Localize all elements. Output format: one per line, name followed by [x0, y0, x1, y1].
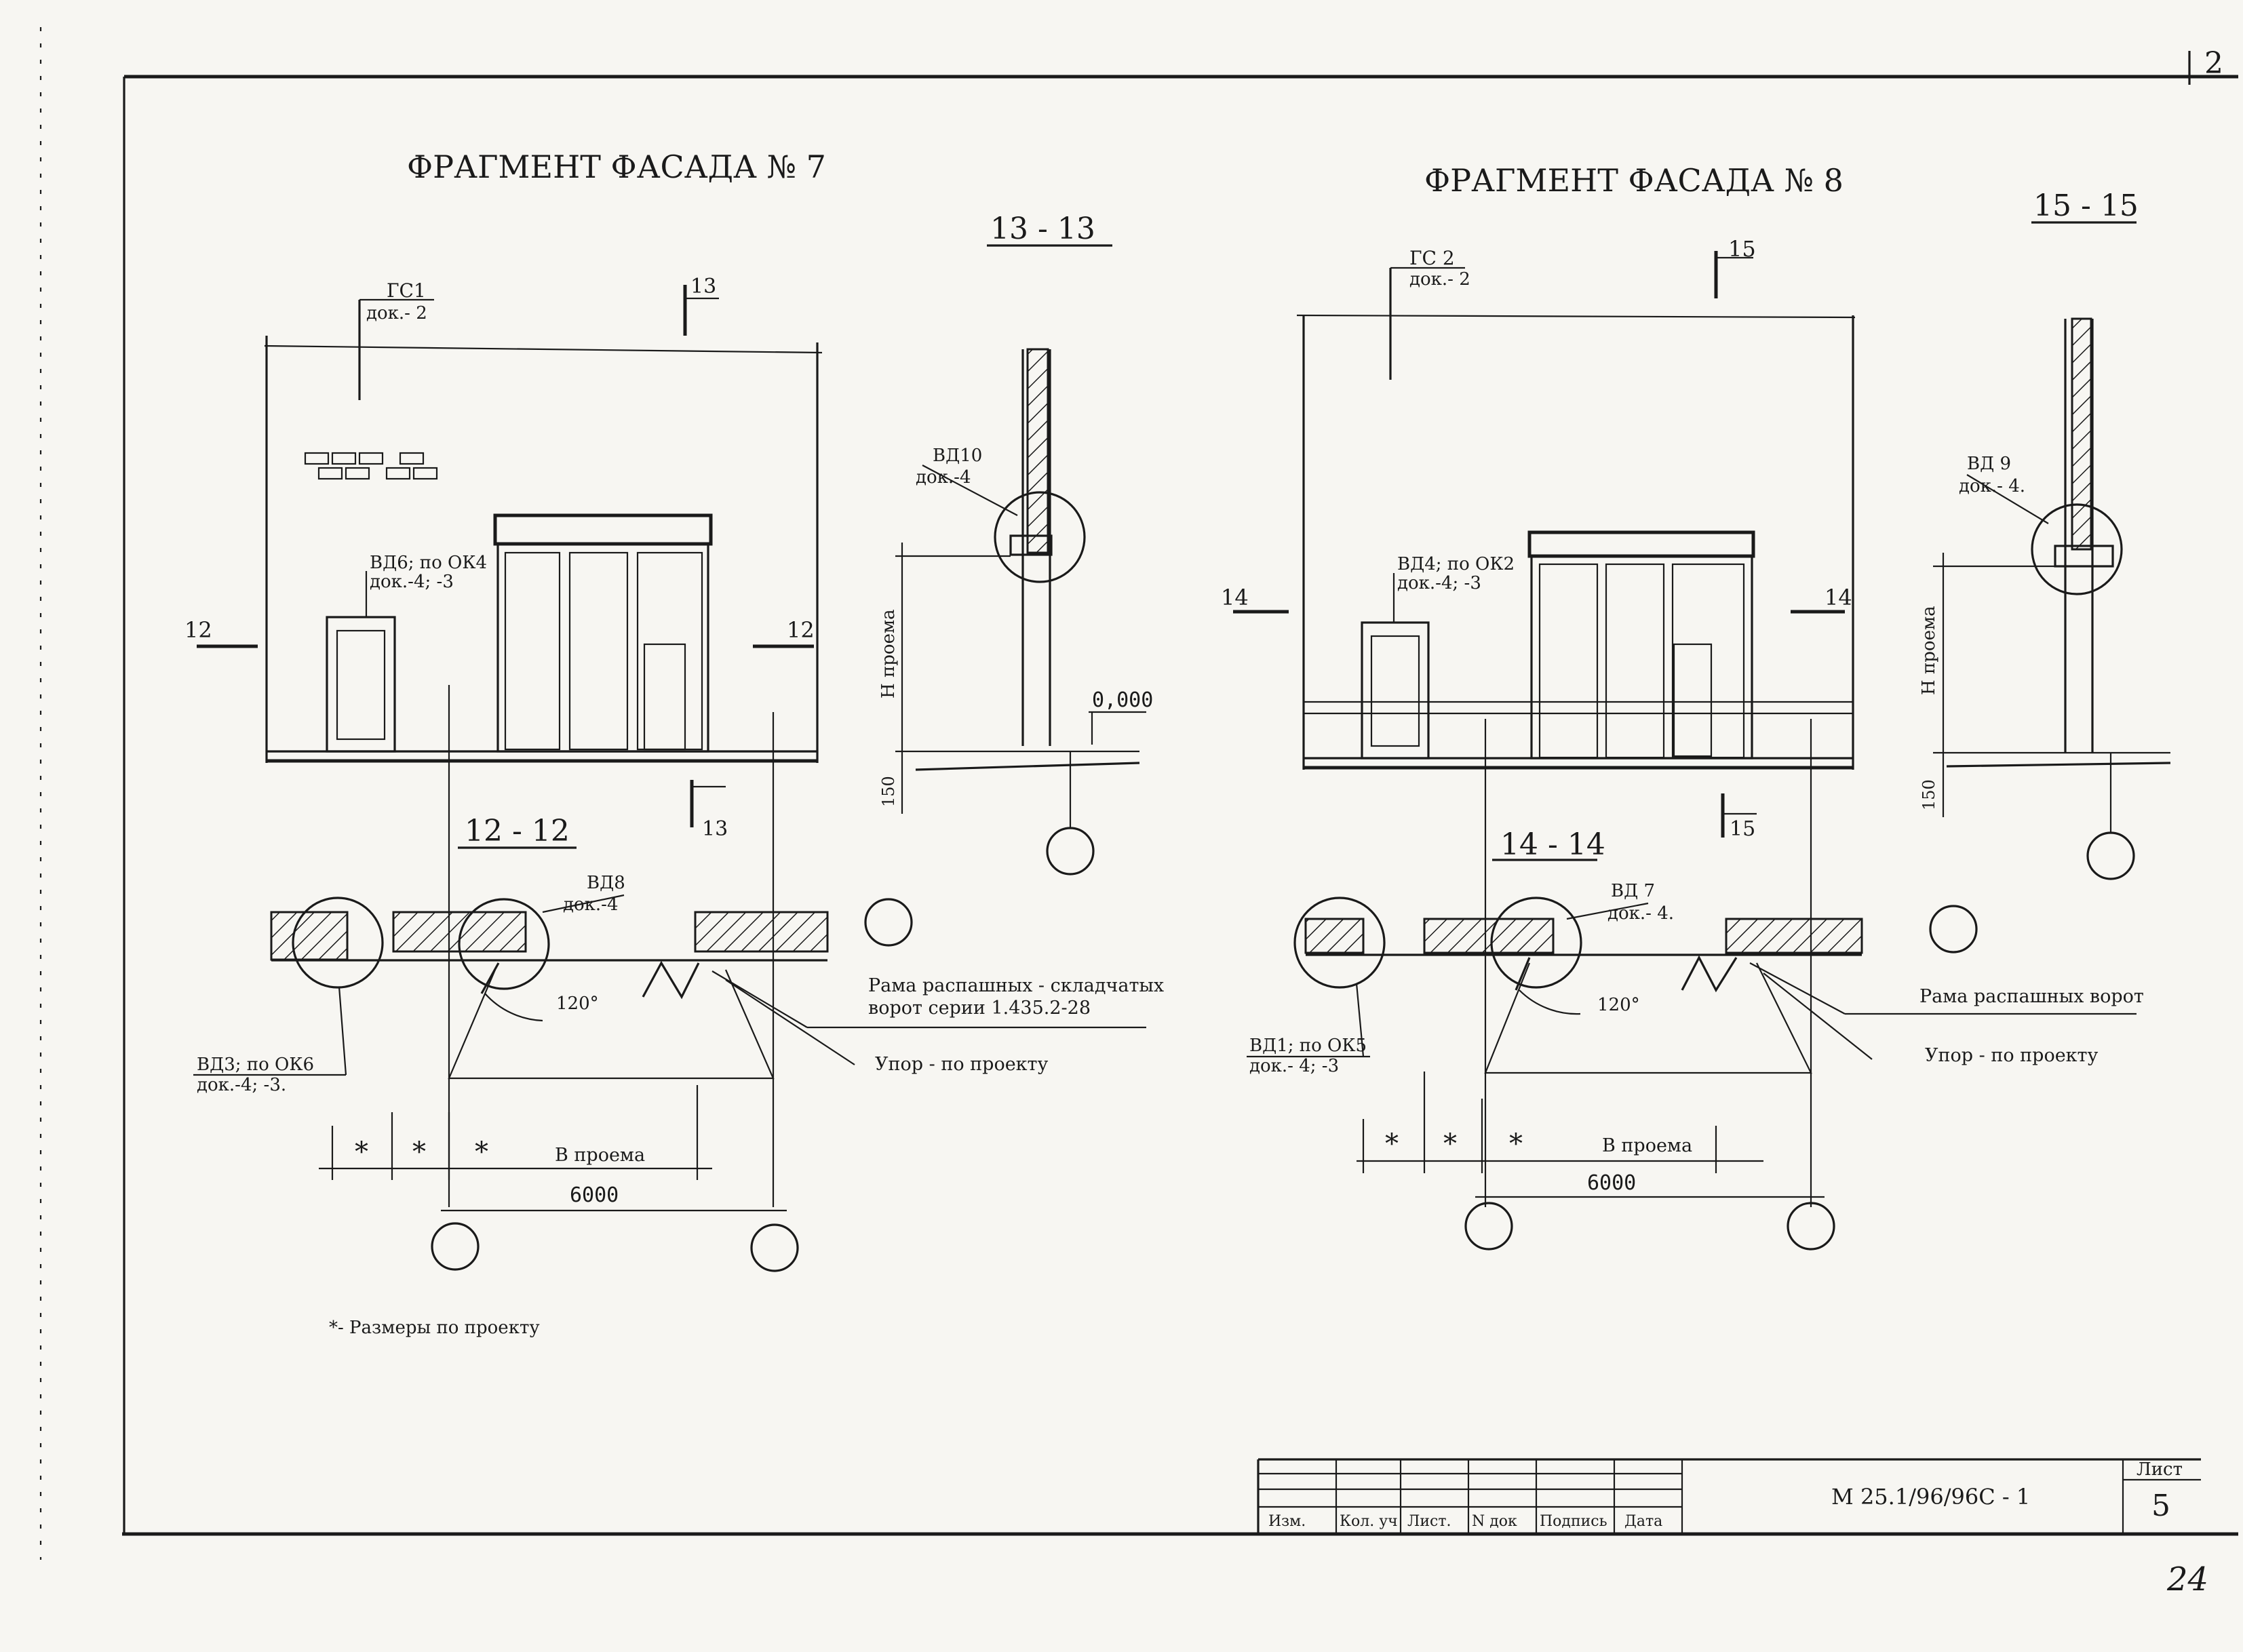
- left-section-mark-top: 13: [690, 275, 716, 298]
- footnote: *- Размеры по проекту: [329, 1318, 540, 1338]
- left-section-13: 13 - 13 ВД10 док.-4 Н проема 150 0,000: [878, 212, 1153, 876]
- tb-doc-code: М 25.1/96/96С - 1: [1831, 1484, 2030, 1510]
- right-fragment: ФРАГМЕНТ ФАСАДА № 8 ГС 2 док.- 2: [1221, 162, 2171, 1251]
- sheet-border: [39, 27, 2238, 1560]
- tb-col-kol: Кол. уч: [1340, 1513, 1398, 1530]
- left-frame-note-2: ворот серии 1.435.2-28: [868, 998, 1091, 1019]
- left-dim-star-1: *: [355, 1137, 368, 1168]
- left-vd3-label: ВД3; по ОК6: [197, 1055, 314, 1075]
- left-section-b-label: 12 - 12: [465, 814, 570, 848]
- left-vd10-label: ВД10: [933, 446, 982, 466]
- right-angle: 120°: [1597, 995, 1640, 1015]
- node-circle-vd10: [994, 491, 1086, 583]
- left-level-mark: 0,000: [1092, 688, 1153, 712]
- left-fragment: ФРАГМЕНТ ФАСАДА № 7: [184, 149, 1164, 1272]
- left-vd3-doc: док.-4; -3.: [197, 1075, 286, 1095]
- node-circle-vd8: [458, 898, 550, 990]
- axis-circle: [1464, 1202, 1513, 1251]
- left-door-doc: док.-4; -3: [370, 572, 454, 592]
- left-facade-elevation: ГС1 док.- 2 13 13 12 12 ВД6; по ОК4 док.…: [184, 275, 823, 1207]
- left-stop-note: Упор - по проекту: [875, 1054, 1048, 1075]
- right-dim-star-2: *: [1443, 1128, 1457, 1160]
- left-gs-doc: док.- 2: [366, 303, 427, 323]
- axis-circle: [1787, 1202, 1835, 1251]
- axis-circle: [431, 1222, 480, 1271]
- left-dim-star-3: *: [475, 1137, 488, 1168]
- right-vd9-doc: док.- 4.: [1959, 476, 2025, 496]
- left-vd10-doc: док.-4: [916, 467, 971, 488]
- right-vd7-label: ВД 7: [1611, 881, 1655, 901]
- left-h-opening: Н проема: [878, 609, 899, 699]
- left-side-mark-right: 12: [787, 617, 815, 643]
- axis-circle: [1046, 827, 1095, 876]
- tb-col-data: Дата: [1624, 1513, 1662, 1530]
- left-vd8-label: ВД8: [587, 873, 625, 893]
- left-dim-150: 150: [879, 776, 898, 807]
- right-door-label: ВД4; по ОК2: [1397, 554, 1515, 574]
- handwritten-page-number: 24: [2166, 1560, 2208, 1598]
- right-vd9-label: ВД 9: [1967, 454, 2011, 474]
- right-dim-6000: 6000: [1587, 1171, 1636, 1195]
- right-section-a-label: 15 - 15: [2033, 189, 2139, 223]
- node-circle-vd7: [1490, 897, 1582, 989]
- right-h-opening: Н проема: [1919, 606, 1939, 695]
- sheet-corner-number: 2: [2204, 46, 2223, 81]
- tb-col-podpis: Подпись: [1540, 1513, 1607, 1530]
- right-section-mark-top: 15: [1728, 236, 1756, 262]
- right-section-b-label: 14 - 14: [1500, 827, 1605, 862]
- node-circle-vd1: [1293, 897, 1386, 989]
- tb-sheet-number: 5: [2151, 1489, 2170, 1523]
- node-circle-vd9: [2031, 503, 2123, 595]
- node-circle-vd3: [292, 897, 384, 989]
- axis-circle: [1929, 905, 1978, 953]
- left-fragment-title: ФРАГМЕНТ ФАСАДА № 7: [407, 149, 826, 185]
- left-angle: 120°: [556, 994, 599, 1014]
- axis-circle: [864, 898, 913, 947]
- right-gate: [1527, 530, 1755, 760]
- right-dim-150: 150: [1919, 779, 1938, 810]
- left-dim-star-2: *: [412, 1137, 426, 1168]
- left-door: [326, 616, 396, 753]
- right-section-15: 15 - 15 ВД 9 док.- 4. Н проема 150: [1919, 189, 2171, 880]
- right-plan-14: 14 - 14 ВД 7 док.- 4. 120° ВД1; по ОК5 д…: [1247, 827, 2144, 1251]
- right-stop-note: Упор - по проекту: [1925, 1045, 2098, 1066]
- left-section-mark-bottom: 13: [702, 817, 728, 841]
- left-plan-12: 12 - 12 ВД8 док.-4 120° ВД3; по ОК6 док.…: [193, 814, 1164, 1272]
- left-door-label: ВД6; по ОК4: [370, 553, 487, 573]
- right-section-mark-bottom: 15: [1730, 817, 1755, 841]
- left-side-mark-left: 12: [184, 617, 212, 643]
- left-dim-opening: В проема: [555, 1145, 645, 1166]
- right-vd7-doc: док.- 4.: [1607, 903, 1674, 924]
- left-frame-note-1: Рама распашных - складчатых: [868, 975, 1164, 996]
- right-facade-elevation: ГС 2 док.- 2 15 15 14 14 ВД4; по ОК2 док…: [1221, 236, 1856, 1207]
- tb-col-ndok: N док: [1472, 1513, 1517, 1530]
- left-gate: [493, 513, 713, 753]
- right-side-mark-right: 14: [1825, 585, 1852, 610]
- brick-pattern: [304, 452, 438, 480]
- right-dim-star-1: *: [1385, 1128, 1399, 1160]
- right-door-doc: док.-4; -3: [1397, 573, 1481, 593]
- right-dim-star-3: *: [1509, 1128, 1523, 1160]
- tb-col-izm: Изм.: [1268, 1513, 1306, 1530]
- left-dim-6000: 6000: [570, 1183, 619, 1207]
- axis-circle: [2086, 831, 2135, 880]
- right-vd1-doc: док.- 4; -3: [1249, 1056, 1339, 1076]
- right-frame-note: Рама распашных ворот: [1919, 986, 2144, 1007]
- right-gs-doc: док.- 2: [1409, 269, 1470, 290]
- right-door: [1361, 621, 1430, 760]
- left-section-a-label: 13 - 13: [990, 212, 1095, 246]
- right-gs-label: ГС 2: [1409, 247, 1455, 269]
- right-vd1-label: ВД1; по ОК5: [1249, 1036, 1367, 1056]
- axis-circle: [750, 1223, 799, 1272]
- left-gs-label: ГС1: [387, 279, 426, 302]
- title-block: Изм. Кол. уч Лист. N док Подпись Дата М …: [1257, 1458, 2201, 1534]
- right-fragment-title: ФРАГМЕНТ ФАСАДА № 8: [1424, 162, 1844, 199]
- right-side-mark-left: 14: [1221, 585, 1249, 610]
- right-dim-opening: В проема: [1602, 1135, 1692, 1156]
- tb-sheet-label: Лист: [2137, 1459, 2183, 1480]
- tb-col-list: Лист.: [1407, 1513, 1451, 1530]
